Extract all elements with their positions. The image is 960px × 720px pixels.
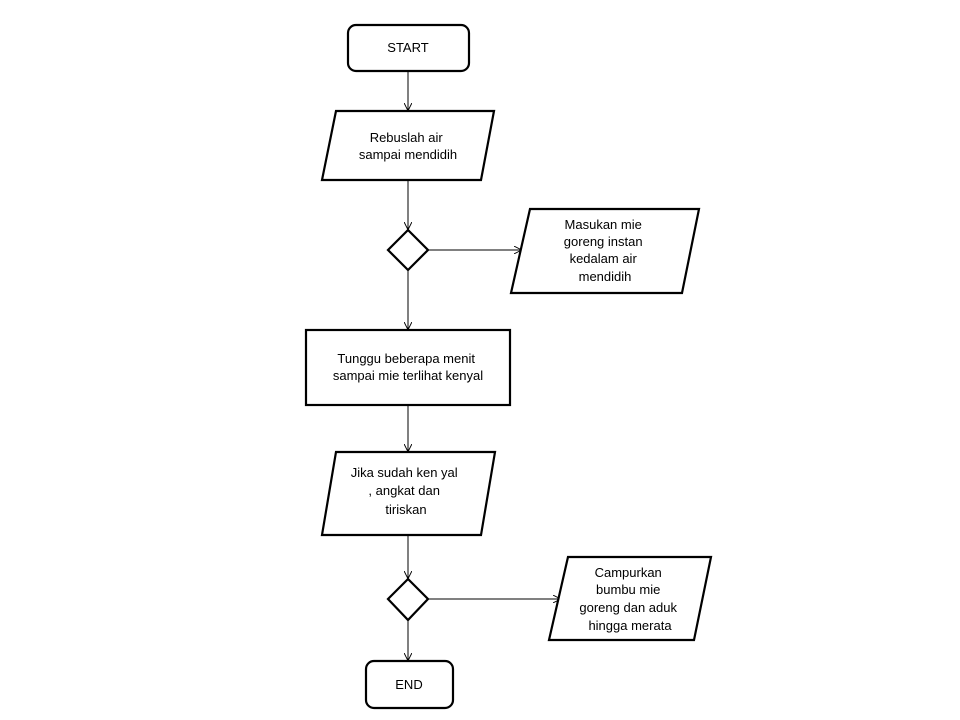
- decision2-diamond: [386, 577, 430, 622]
- step1-parallelogram: [320, 109, 496, 182]
- end-label: END: [395, 677, 422, 692]
- step3-parallelogram: [320, 450, 497, 537]
- branch1-parallelogram: [509, 207, 701, 295]
- branch1-label: Masukan mie goreng instan kedalam air me…: [564, 217, 646, 284]
- start-label: START: [387, 40, 428, 55]
- step1-label: Rebuslah air sampai mendidih: [359, 130, 457, 162]
- start-terminal: [346, 23, 471, 73]
- step2-process: [304, 328, 512, 407]
- branch2-label: Campurkan bumbu mie goreng dan aduk hing…: [579, 565, 680, 633]
- step3-label: Jika sudah ken yal , angkat dan tiriskan: [351, 465, 462, 517]
- step2-label: Tunggu beberapa menit sampai mie terliha…: [333, 351, 483, 383]
- branch2-parallelogram: [547, 555, 713, 642]
- end-terminal: [364, 659, 455, 710]
- decision1-diamond: [386, 228, 430, 272]
